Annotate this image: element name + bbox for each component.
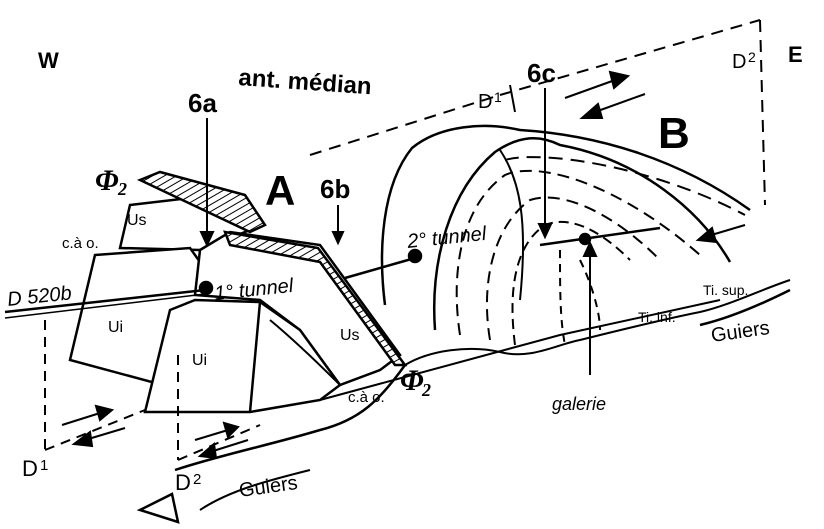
arrow-galerie-icon	[582, 240, 598, 257]
direction-west-label: W	[38, 48, 59, 73]
galerie-line	[539, 226, 661, 247]
svg-text:1: 1	[494, 89, 502, 105]
unit-ui-front-label: Ui	[192, 352, 207, 369]
d1-back-label: D 1	[478, 89, 502, 113]
shear-arrow-right-icon	[608, 70, 631, 90]
station-6b-label: 6b	[320, 174, 350, 204]
arrow-6a-icon	[199, 231, 215, 248]
tunnel1-entrance-marker	[198, 280, 214, 296]
d1-arrow-left-icon	[71, 430, 94, 448]
tunnel1-line	[4, 288, 206, 314]
tunnel2-line	[344, 256, 416, 280]
shear-arrow-left-icon	[579, 102, 604, 119]
svg-text:2: 2	[748, 49, 756, 65]
tunnels	[4, 226, 661, 319]
svg-text:2: 2	[421, 380, 431, 400]
phi2-top-label: Φ 2	[95, 164, 127, 199]
phi2-bottom-label: Φ 2	[400, 364, 431, 400]
unit-ui-rear-label: Ui	[108, 319, 123, 336]
svg-text:D: D	[478, 91, 492, 113]
river-label-west: Guiers	[238, 472, 299, 502]
river-label-east: Guiers	[710, 317, 771, 347]
cao-top-label: c.à o.	[62, 235, 99, 252]
d2-front-label: D 2	[175, 470, 201, 495]
ti-inf-label: Ti. inf.	[638, 309, 676, 325]
station-6c-label: 6c	[527, 58, 556, 88]
d2-arrow-right-icon	[222, 421, 240, 439]
d2-back-label: D 2	[732, 49, 756, 73]
d1-front-label: D 1	[22, 456, 48, 481]
svg-text:Φ: Φ	[400, 364, 424, 397]
arrow-6b-icon	[331, 231, 345, 246]
block-a	[68, 170, 408, 414]
arrows	[61, 70, 746, 524]
river-flow-arrow-icon	[136, 492, 180, 524]
unit-us-top-label: Us	[127, 212, 147, 229]
shear-arrow-e-icon	[695, 226, 718, 244]
ti-sup-label: Ti. sup.	[703, 282, 748, 298]
svg-text:D: D	[22, 456, 38, 481]
tunnel2-label: 2° tunnel	[405, 223, 488, 253]
station-6a-label: 6a	[188, 88, 217, 118]
arrow-6c-icon	[537, 223, 553, 240]
block-b-label: B	[658, 109, 690, 158]
svg-text:1: 1	[40, 457, 48, 474]
d2-arrow-left-icon	[197, 442, 218, 460]
tunnel2-entrance-marker	[407, 248, 423, 264]
cao-bottom-label: c.à o.	[348, 389, 385, 406]
svg-text:D: D	[732, 51, 746, 73]
heading-label: ant. médian	[238, 64, 373, 100]
svg-text:2: 2	[117, 179, 127, 199]
direction-east-label: E	[788, 42, 803, 67]
d1-arrow-right-icon	[94, 404, 115, 422]
svg-text:D: D	[175, 470, 191, 495]
svg-text:Φ: Φ	[95, 164, 119, 197]
svg-text:2: 2	[193, 471, 201, 488]
galerie-label: galerie	[552, 394, 606, 414]
unit-us-front-label: Us	[340, 327, 360, 344]
block-a-label: A	[265, 167, 295, 214]
